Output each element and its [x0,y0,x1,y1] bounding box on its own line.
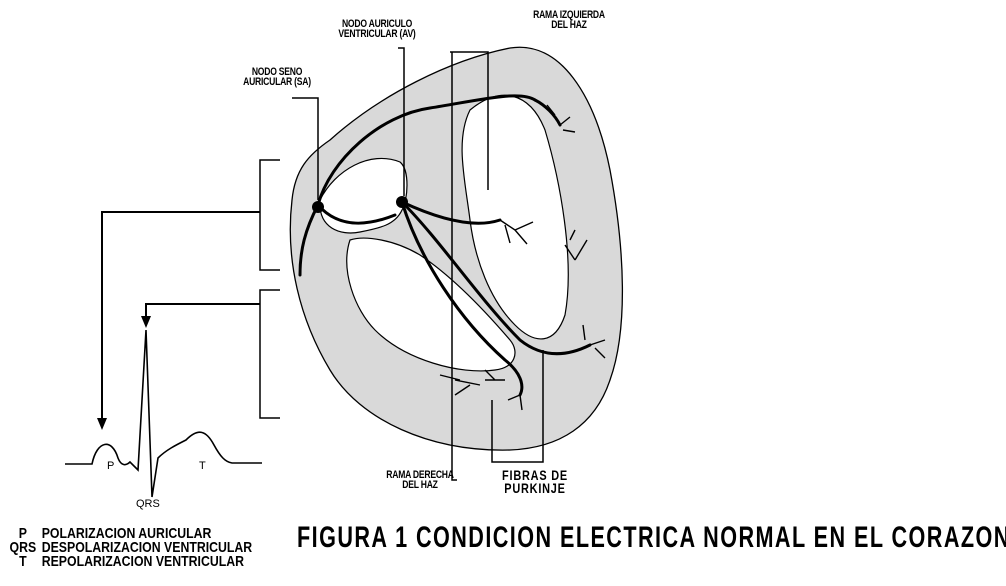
arrow-to-p [97,418,107,430]
purkinje-fibers-label: FIBRAS DE PURKINJE [492,469,578,496]
ecg-trace [65,330,262,497]
figure-title: FIGURA 1 CONDICION ELECTRICA NORMAL EN E… [297,521,1006,555]
sa-node [312,201,324,213]
heart-outline [290,47,622,450]
brackets [260,160,280,418]
av-node [396,196,408,208]
right-bundle-branch-label: RAMA DERECHA DEL HAZ [377,470,463,491]
left-bundle-branch-label: RAMA IZQUIERDA DEL HAZ [526,10,612,31]
arrow-to-qrs [141,316,151,328]
ecg-arrows [102,212,260,420]
sa-node-label: NODO SENO AURICULAR (SA) [234,67,320,88]
av-node-label: NODO AURICULO VENTRICULAR (AV) [334,19,420,40]
ecg-p-label: P [107,460,114,472]
ecg-t-label: T [199,460,206,472]
ecg-qrs-label: QRS [136,498,160,510]
